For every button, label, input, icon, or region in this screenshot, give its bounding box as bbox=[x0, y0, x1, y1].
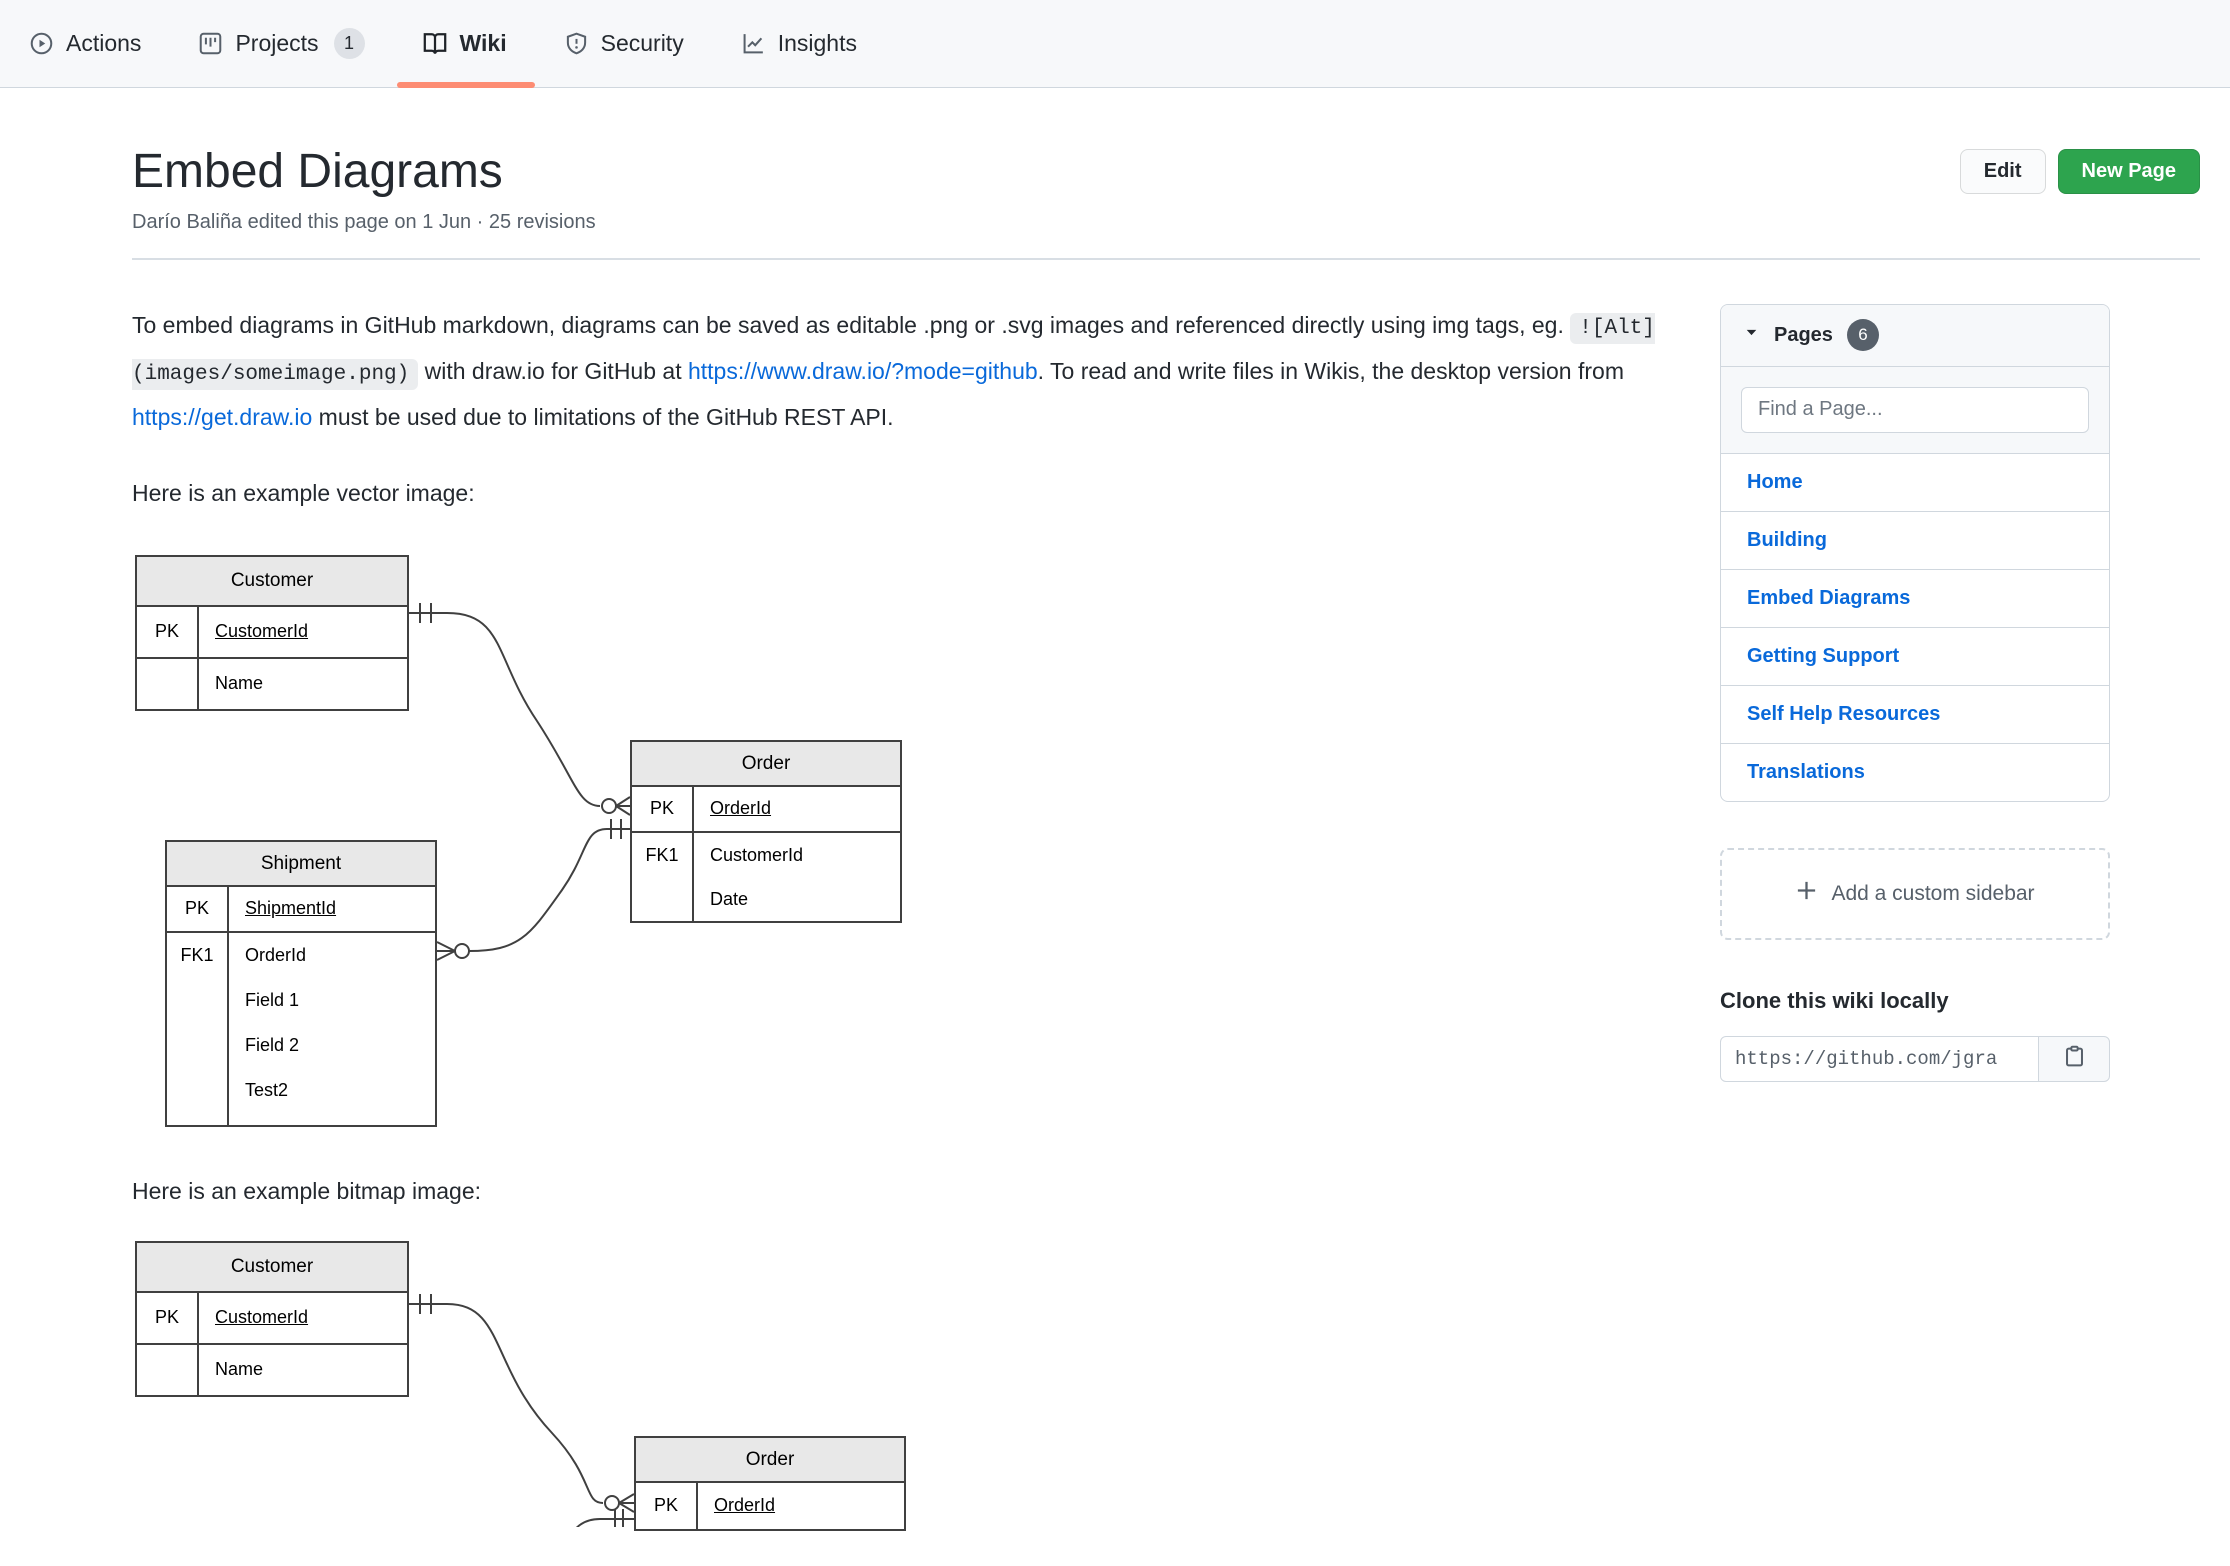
new-page-button[interactable]: New Page bbox=[2057, 149, 2200, 194]
add-custom-sidebar-button[interactable]: Add a custom sidebar bbox=[1720, 847, 2110, 940]
paragraph-text: To embed diagrams in GitHub markdown, di… bbox=[132, 311, 1571, 338]
header-divider bbox=[132, 257, 2200, 260]
edit-button[interactable]: Edit bbox=[1959, 149, 2046, 194]
er-key-cell: PK bbox=[167, 886, 229, 931]
er-key-cell bbox=[137, 1344, 199, 1395]
bitmap-image-caption: Here is an example bitmap image: bbox=[132, 1177, 481, 1204]
er-table-customer: Customer PK CustomerId Name bbox=[135, 1240, 409, 1397]
tab-security[interactable]: Security bbox=[565, 0, 684, 87]
active-tab-underline bbox=[396, 82, 535, 88]
er-attr-group: CustomerId Date bbox=[694, 833, 803, 921]
tab-label: Wiki bbox=[459, 30, 507, 56]
relationship-lines bbox=[409, 602, 631, 961]
er-table-order: Order PK OrderId bbox=[634, 1435, 906, 1531]
er-table-title: Shipment bbox=[167, 841, 435, 887]
pages-panel: Pages 6 Home Building Embed Diagrams Get… bbox=[1720, 303, 2110, 802]
vector-diagram-image: Customer PK CustomerId Name Order PK Ord… bbox=[132, 519, 1042, 1141]
repo-tab-nav: Actions Projects 1 Wiki Security bbox=[0, 0, 2230, 88]
er-attr-cell: OrderId bbox=[245, 944, 307, 965]
tab-insights[interactable]: Insights bbox=[742, 0, 857, 87]
er-key-cell: FK1 bbox=[632, 832, 694, 921]
clipboard-icon bbox=[2063, 1045, 2086, 1073]
er-table-title: Customer bbox=[137, 556, 407, 607]
graph-icon bbox=[742, 32, 765, 55]
last-edited-info: Darío Baliña edited this page on 1 Jun ·… bbox=[132, 210, 596, 233]
sidebar-page-getting-support[interactable]: Getting Support bbox=[1721, 626, 2109, 685]
er-attr-cell: Field 2 bbox=[245, 1034, 300, 1055]
er-attr-cell: CustomerId bbox=[215, 1307, 309, 1328]
tab-label: Insights bbox=[777, 30, 857, 56]
add-custom-sidebar-label: Add a custom sidebar bbox=[1831, 881, 2035, 905]
er-attr-cell: OrderId bbox=[710, 798, 772, 819]
tab-label: Projects bbox=[235, 30, 319, 56]
er-key-cell: PK bbox=[636, 1482, 698, 1529]
vector-image-caption: Here is an example vector image: bbox=[132, 479, 475, 506]
pages-panel-header[interactable]: Pages 6 bbox=[1721, 304, 2109, 367]
er-attr-cell: ShipmentId bbox=[245, 898, 337, 919]
wiki-page-header: Embed Diagrams Darío Baliña edited this … bbox=[132, 88, 2200, 234]
er-table-customer: Customer PK CustomerId Name bbox=[135, 554, 409, 711]
er-table-title: Order bbox=[636, 1437, 904, 1483]
clone-url-field[interactable]: https://github.com/jgra bbox=[1720, 1035, 2039, 1082]
tab-label: Security bbox=[600, 30, 684, 56]
relationship-lines bbox=[409, 1293, 635, 1527]
get-drawio-link[interactable]: https://get.draw.io bbox=[132, 403, 313, 430]
sidebar-page-translations[interactable]: Translations bbox=[1721, 742, 2109, 801]
play-icon bbox=[30, 32, 53, 55]
caret-down-icon bbox=[1743, 324, 1760, 346]
er-attr-cell: Name bbox=[215, 673, 264, 694]
er-table-shipment: Shipment PK ShipmentId FK1 OrderId Field… bbox=[165, 839, 437, 1127]
er-key-cell: FK1 bbox=[167, 932, 229, 1125]
paragraph-text: with draw.io for GitHub at bbox=[418, 357, 688, 384]
copy-url-button[interactable] bbox=[2038, 1035, 2110, 1082]
er-attr-cell: Field 1 bbox=[245, 989, 300, 1010]
pages-search-section bbox=[1721, 366, 2109, 454]
tab-wiki[interactable]: Wiki bbox=[396, 0, 535, 88]
er-key-cell: PK bbox=[137, 606, 199, 657]
clone-wiki-heading: Clone this wiki locally bbox=[1720, 987, 1949, 1013]
plus-icon bbox=[1795, 879, 1818, 908]
clone-url-group: https://github.com/jgra bbox=[1720, 1035, 2110, 1082]
er-table-order: Order PK OrderId FK1 CustomerId Date bbox=[630, 739, 902, 923]
er-attr-cell: OrderId bbox=[714, 1495, 776, 1516]
intro-paragraph: To embed diagrams in GitHub markdown, di… bbox=[132, 304, 1660, 438]
er-attr-cell: Test2 bbox=[245, 1079, 289, 1100]
sidebar-page-building[interactable]: Building bbox=[1721, 510, 2109, 569]
sidebar-page-home[interactable]: Home bbox=[1747, 470, 1803, 493]
tab-label: Actions bbox=[66, 30, 142, 56]
project-board-icon bbox=[199, 32, 222, 55]
er-attr-group: OrderId Field 1 Field 2 Test2 bbox=[229, 933, 306, 1125]
find-page-input[interactable] bbox=[1741, 386, 2089, 433]
pages-count-badge: 6 bbox=[1846, 319, 1879, 352]
page-title: Embed Diagrams bbox=[132, 145, 503, 198]
er-key-cell bbox=[137, 658, 199, 709]
tab-projects[interactable]: Projects 1 bbox=[199, 0, 365, 87]
er-table-title: Customer bbox=[137, 1242, 407, 1293]
er-key-cell: PK bbox=[137, 1292, 199, 1343]
er-attr-cell: Date bbox=[710, 888, 749, 909]
sidebar-page-self-help-resources[interactable]: Self Help Resources bbox=[1721, 684, 2109, 743]
projects-count-badge: 1 bbox=[333, 28, 365, 59]
wiki-article: To embed diagrams in GitHub markdown, di… bbox=[132, 304, 1660, 1531]
wiki-sidebar: Pages 6 Home Building Embed Diagrams Get… bbox=[1720, 303, 2110, 1082]
tab-actions[interactable]: Actions bbox=[30, 0, 141, 87]
book-icon bbox=[423, 32, 447, 56]
er-attr-cell: CustomerId bbox=[215, 621, 309, 642]
er-attr-cell: Name bbox=[215, 1359, 264, 1380]
er-key-cell: PK bbox=[632, 786, 694, 831]
er-attr-cell: CustomerId bbox=[710, 844, 804, 865]
sidebar-page-embed-diagrams[interactable]: Embed Diagrams bbox=[1721, 568, 2109, 627]
pages-list: Home Building Embed Diagrams Getting Sup… bbox=[1721, 454, 2109, 801]
paragraph-text: must be used due to limitations of the G… bbox=[312, 403, 894, 430]
drawio-mode-github-link[interactable]: https://www.draw.io/?mode=github bbox=[687, 357, 1038, 384]
pages-panel-title: Pages bbox=[1774, 323, 1833, 346]
er-table-title: Order bbox=[632, 741, 900, 787]
shield-icon bbox=[565, 32, 588, 55]
bitmap-diagram-image: Customer PK CustomerId Name Order PK Ord… bbox=[132, 1217, 1042, 1531]
paragraph-text: . To read and write files in Wikis, the … bbox=[1037, 357, 1624, 384]
